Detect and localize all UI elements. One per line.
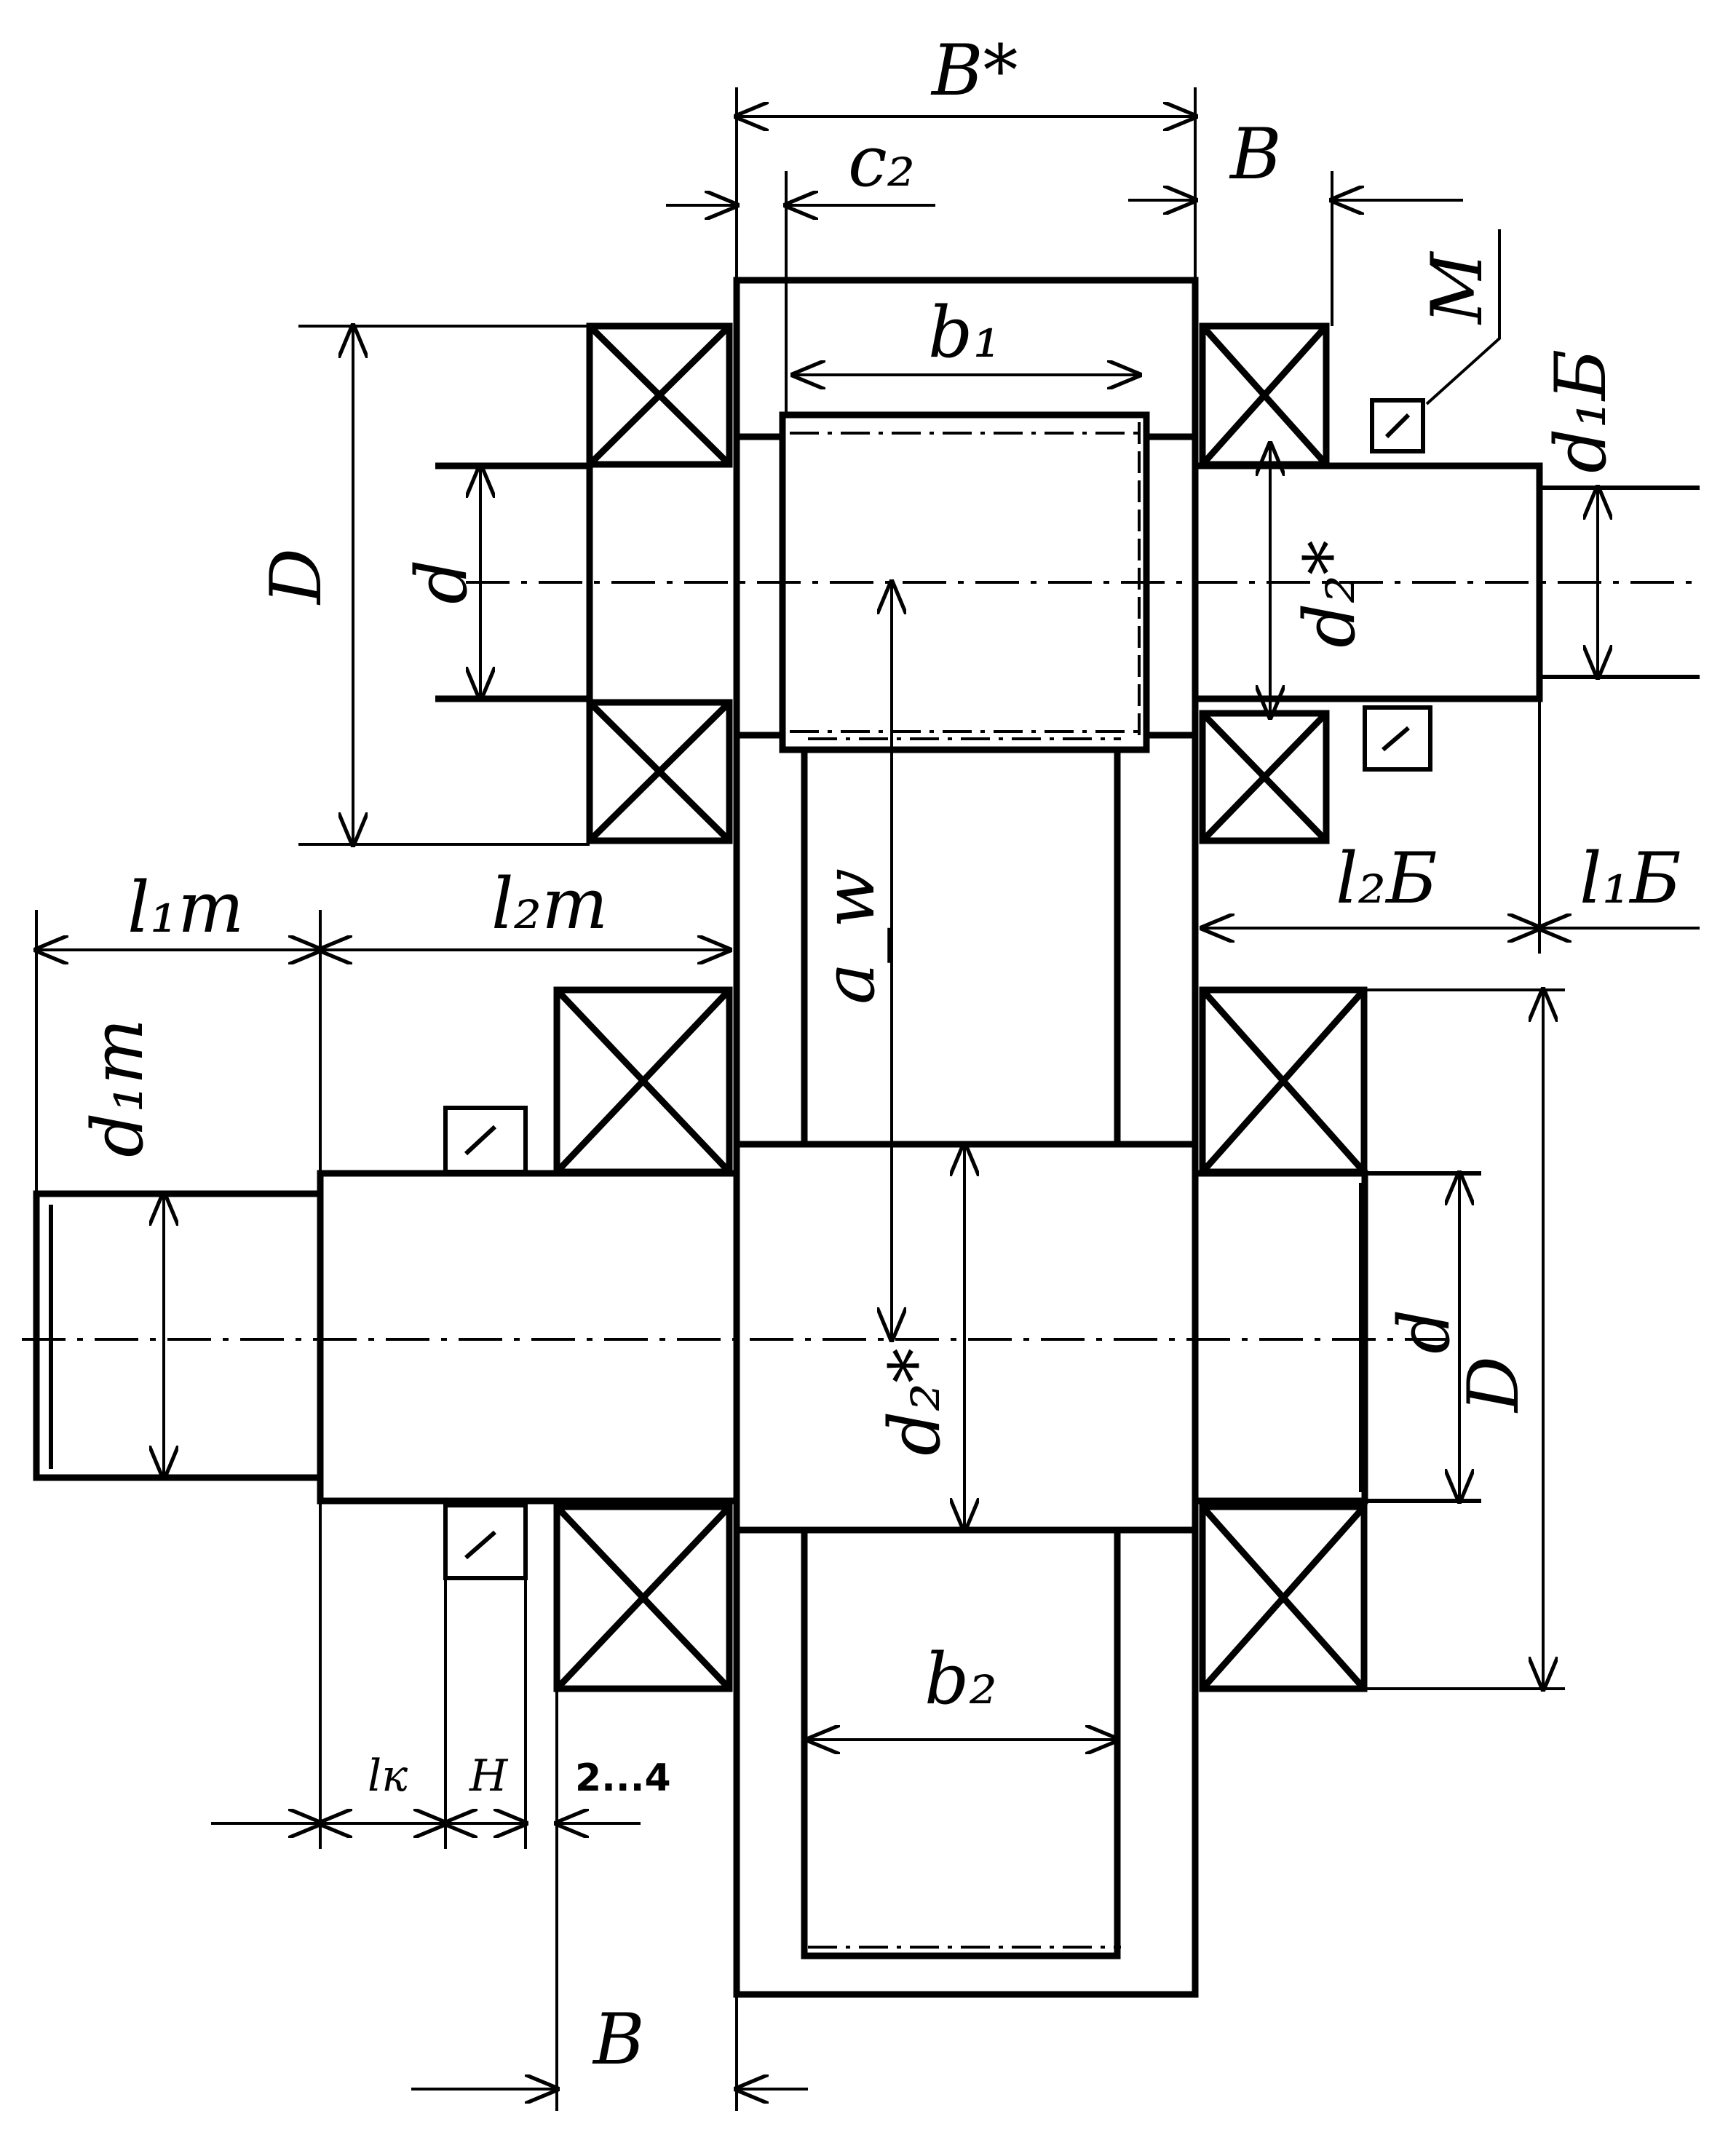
label-d2-star-center: d₂* bbox=[874, 1348, 956, 1456]
label-2-4: 2...4 bbox=[575, 1756, 671, 1800]
seal-mark-bottom bbox=[443, 1106, 528, 1580]
label-c2: c₂ bbox=[848, 121, 915, 202]
label-l1B: l₁Б bbox=[1580, 838, 1681, 919]
dimension-labels: B* c₂ B M d₁Б b₁ D d d₂* l₂Б l₁Б l₁т l₂т… bbox=[77, 30, 1681, 2080]
bearing-bottom-left bbox=[553, 986, 733, 1692]
top-shaft bbox=[435, 433, 1700, 739]
label-M: M bbox=[1416, 250, 1498, 325]
label-aw: a_w bbox=[809, 868, 890, 1004]
bearing-top-left bbox=[586, 322, 733, 844]
label-d-left: d bbox=[401, 560, 483, 604]
label-B-star: B* bbox=[930, 30, 1018, 111]
label-B-top: B bbox=[1229, 114, 1282, 195]
label-B-bottom: B bbox=[592, 1999, 645, 2080]
label-lk: lк bbox=[368, 1751, 408, 1802]
label-D-left: D bbox=[255, 548, 337, 606]
label-l1T: l₁т bbox=[127, 867, 244, 948]
label-H: H bbox=[469, 1751, 509, 1802]
label-l2T: l₂т bbox=[491, 863, 608, 945]
label-b2: b₂ bbox=[924, 1638, 997, 1720]
bearing-bottom-right bbox=[1199, 986, 1368, 1692]
label-d2-star-top: d₂* bbox=[1289, 540, 1371, 648]
dimension-lines bbox=[36, 87, 1700, 2111]
central-housing bbox=[733, 277, 1199, 1998]
bottom-shaft bbox=[33, 1170, 1481, 1505]
seal-mark-top bbox=[1363, 398, 1432, 772]
label-d-right: d bbox=[1384, 1309, 1465, 1354]
label-l2B: l₂Б bbox=[1336, 838, 1438, 919]
label-b1: b₁ bbox=[928, 292, 1001, 373]
axis-lines bbox=[22, 581, 1700, 1341]
label-d1T: d₁т bbox=[77, 1018, 159, 1157]
label-D-right: D bbox=[1453, 1356, 1534, 1414]
label-d1B: d₁Б bbox=[1540, 349, 1622, 473]
